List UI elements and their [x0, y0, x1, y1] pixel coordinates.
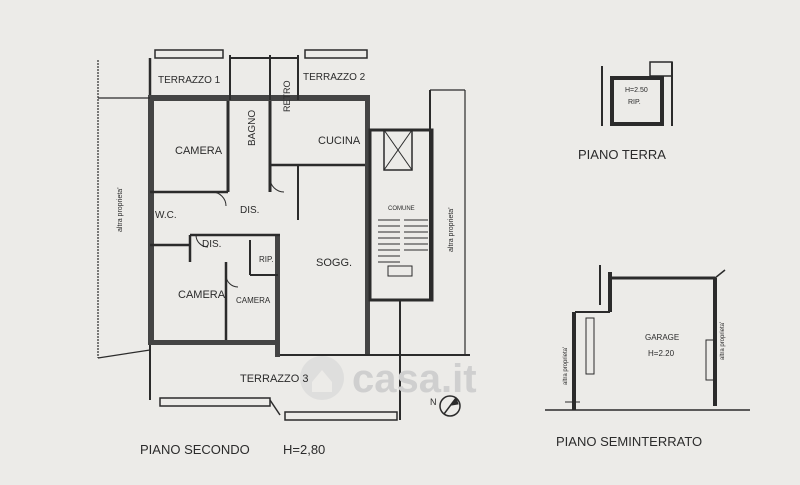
second-floor-title: PIANO SECONDO — [140, 442, 250, 457]
room-label-camera1: CAMERA — [175, 145, 223, 157]
room-label-camera2: CAMERA — [178, 289, 226, 301]
compass-letter: N — [430, 397, 437, 407]
terrace-parapet — [154, 49, 224, 59]
wall — [148, 95, 154, 345]
ground-floor-rip: RIP. — [628, 99, 641, 106]
terrace-parapet — [284, 411, 398, 421]
garage-door — [585, 317, 595, 375]
watermark-text: casa.it — [352, 357, 477, 401]
stair-core — [368, 128, 434, 302]
room-label-dis1: DIS. — [240, 205, 259, 216]
garage-label: GARAGE — [645, 333, 679, 342]
room-label-bagno: BAGNO — [247, 110, 258, 146]
storage-room-outline — [610, 76, 664, 126]
terrace-parapet — [304, 49, 368, 59]
room-label-terrazzo1: TERRAZZO 1 — [158, 75, 221, 86]
room-label-wc: W.C. — [155, 210, 177, 221]
garage-height: H=2.20 — [648, 349, 675, 358]
garage-door — [705, 339, 715, 381]
ground-floor-height: H=2.50 — [625, 87, 648, 94]
room-label-camera3: CAMERA — [236, 296, 271, 305]
room-label-terrazzo3: TERRAZZO 3 — [240, 373, 308, 385]
plan-basement — [545, 265, 750, 411]
room-label-cucina: CUCINA — [318, 135, 361, 147]
room-label-rip: RIP. — [259, 255, 274, 264]
neighbor-note-basement-left: altra proprieta' — [563, 347, 569, 385]
neighbor-note-basement-right: altra proprieta' — [720, 322, 726, 360]
neighbor-note-right: altra proprieta' — [448, 207, 455, 252]
compass-icon — [439, 395, 461, 417]
plan-ground-floor — [601, 61, 673, 126]
wall — [148, 340, 278, 345]
neighbor-note-left: altra proprieta' — [117, 187, 124, 232]
terrace-parapet — [159, 397, 271, 407]
wall — [150, 95, 368, 101]
room-label-sogg: SOGG. — [316, 257, 352, 269]
room-label-terrazzo2: TERRAZZO 2 — [303, 72, 366, 83]
room-label-retro: RETRO — [282, 81, 292, 113]
elevator-shaft — [383, 129, 413, 171]
stair-steps — [378, 219, 428, 277]
casa-it-logo — [300, 356, 344, 400]
basement-title: PIANO SEMINTERRATO — [556, 434, 702, 449]
wall — [275, 235, 280, 357]
room-label-comune: COMUNE — [388, 206, 415, 212]
room-label-dis2: DIS. — [202, 239, 221, 250]
ground-floor-title: PIANO TERRA — [578, 147, 666, 162]
second-floor-height: H=2,80 — [283, 442, 325, 457]
plan-second-floor — [97, 49, 470, 421]
wall — [365, 95, 370, 355]
